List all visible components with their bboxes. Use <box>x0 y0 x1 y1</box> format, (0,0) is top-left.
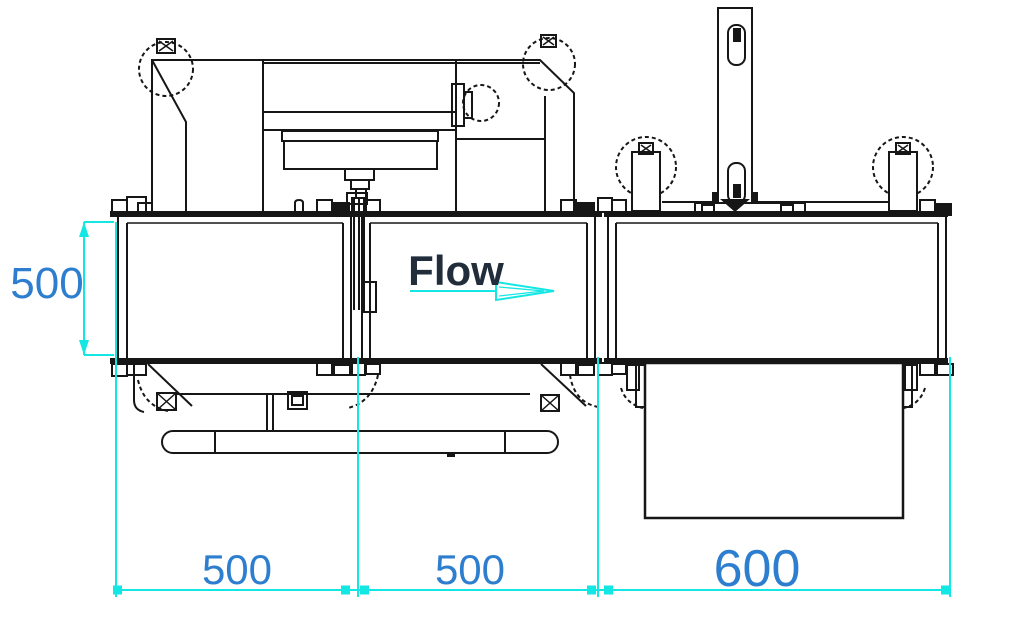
flow-arrowhead <box>495 280 555 302</box>
junction-box-inner <box>291 395 304 406</box>
base-plate-tick <box>701 204 715 214</box>
frame-outline <box>151 59 575 215</box>
lifting-eye-right <box>522 37 576 91</box>
inner-panel-top <box>281 130 439 142</box>
flange <box>560 362 577 376</box>
frame-foot <box>137 202 153 215</box>
flange <box>365 199 381 213</box>
right-lid-assembly <box>615 7 934 215</box>
eye-post-left <box>631 151 661 212</box>
bracket-scallop <box>903 387 926 409</box>
dim-label-left-section: 500 <box>202 546 272 593</box>
eye-bolt-left <box>615 136 677 198</box>
tank-middle-walls <box>361 217 596 358</box>
flow-arrow <box>410 280 555 302</box>
extension-lines <box>115 222 951 597</box>
handwheel-hub-step <box>463 91 473 119</box>
post-base-wedge <box>720 199 750 212</box>
side-bracket <box>902 364 913 408</box>
tank-right-walls <box>607 217 947 358</box>
flange <box>611 363 627 375</box>
flange <box>111 363 128 377</box>
flange <box>126 363 147 376</box>
flange <box>597 197 613 213</box>
flange <box>316 362 333 376</box>
underside-right <box>620 361 926 520</box>
corner-bracket-right <box>540 363 587 407</box>
tank-bottom-plate-right <box>604 358 948 364</box>
scallop-arcs <box>347 374 599 409</box>
clamp-cross <box>540 394 560 412</box>
lid-tick <box>294 198 304 215</box>
eye-bolt-right <box>872 136 934 198</box>
flow-label: Flow <box>408 247 504 294</box>
underside-left <box>133 363 587 457</box>
dim-label-height: 500 <box>10 259 83 308</box>
bracket-scallop <box>620 387 644 409</box>
probe-rods <box>346 192 377 313</box>
eye-post-right <box>888 151 918 212</box>
flange <box>611 199 627 213</box>
lower-box <box>643 361 905 520</box>
hanger-rods <box>266 394 274 431</box>
labels: 500 500 500 600 Flow <box>10 247 800 598</box>
flange <box>919 362 936 376</box>
base-plate-tick <box>780 204 794 214</box>
flange <box>316 199 333 213</box>
tank-top-plate-left <box>110 211 602 217</box>
flange <box>126 196 147 213</box>
flange <box>919 199 936 213</box>
inner-panel <box>283 140 438 170</box>
lifting-eye-bolt <box>156 38 176 54</box>
flange <box>597 362 613 376</box>
panel-bracket <box>344 168 375 181</box>
tank-bottom-plate-left <box>110 358 602 364</box>
handwheel <box>462 84 500 122</box>
corner-bracket-left <box>133 363 193 413</box>
eye-bolt-head <box>638 142 911 155</box>
clamp-block <box>331 202 350 215</box>
junction-box <box>287 391 308 410</box>
panel-bracket-step <box>350 179 370 190</box>
dim-markers <box>113 585 950 595</box>
tank-left-walls <box>117 217 352 358</box>
lifting-eye-bolt <box>540 34 557 48</box>
dimension-lines <box>79 221 951 597</box>
arrowhead-up <box>79 222 89 237</box>
flange <box>111 199 128 213</box>
bracket-scallop <box>137 379 169 412</box>
lifting-eye-left <box>138 41 194 97</box>
clamp-block <box>936 203 952 216</box>
bar-nub <box>447 452 455 457</box>
side-bracket <box>626 364 640 391</box>
handwheel-hub <box>451 83 465 127</box>
top-flanges <box>111 196 952 216</box>
flange <box>936 363 954 376</box>
clamp-block <box>577 202 595 215</box>
flange <box>560 199 577 213</box>
clamp-box <box>156 392 177 411</box>
bottom-flanges <box>111 362 954 409</box>
clamp-box <box>540 394 560 412</box>
flange <box>365 363 381 375</box>
dim-height <box>79 221 114 356</box>
drive-unit-assembly <box>137 34 576 313</box>
side-bracket <box>635 364 646 408</box>
flange <box>577 364 595 376</box>
dim-label-right-section: 600 <box>714 540 801 598</box>
arrowhead-down <box>79 340 89 355</box>
center-block <box>262 60 545 215</box>
lower-bar <box>161 430 559 454</box>
dim-label-middle-section: 500 <box>435 546 505 593</box>
slotted-post <box>712 7 758 212</box>
flange <box>333 364 351 376</box>
lower-bar-joints <box>214 431 506 453</box>
clamp-cross <box>156 392 177 411</box>
